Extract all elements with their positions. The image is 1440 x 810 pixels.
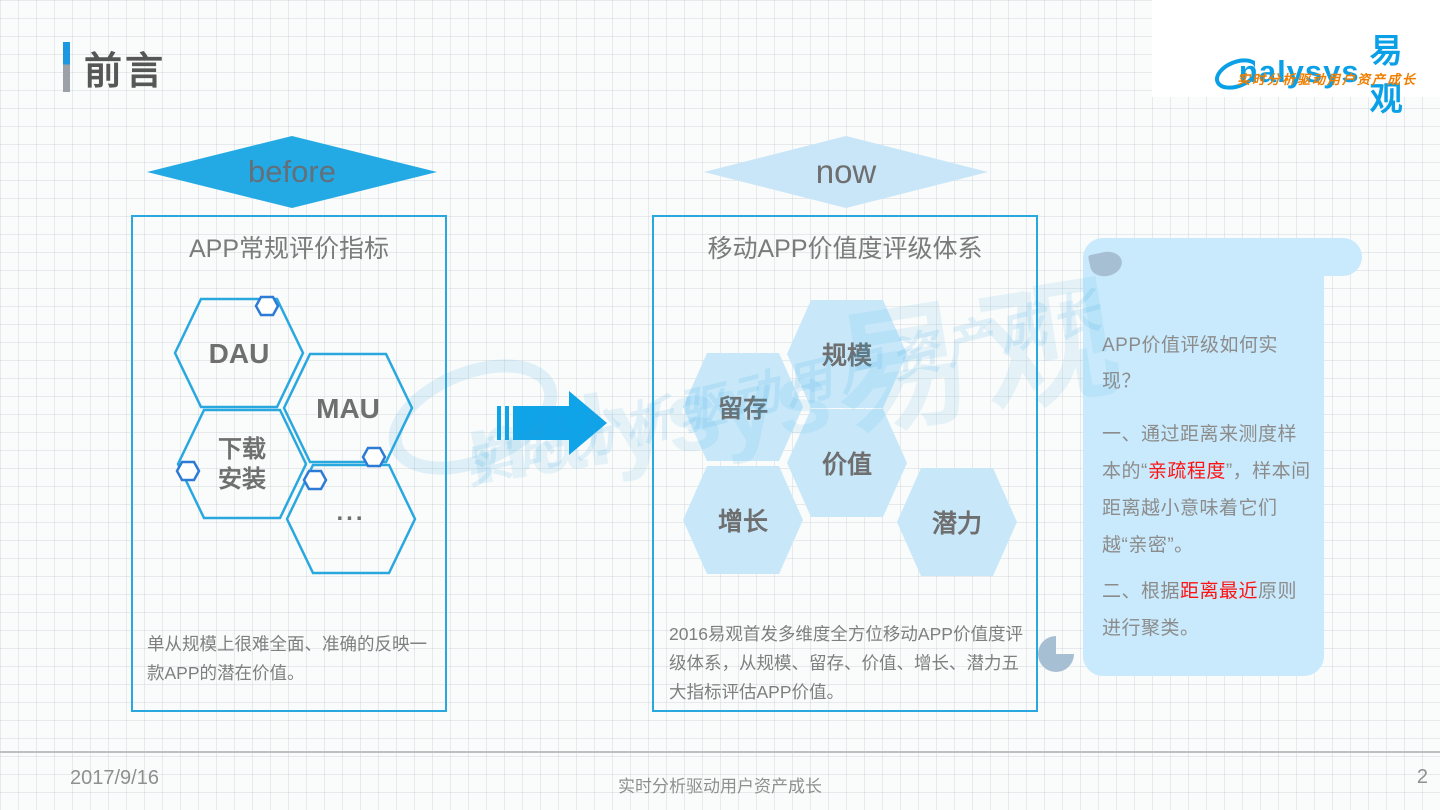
footer-divider — [0, 751, 1440, 753]
analysys-logo: nalysys 易观 — [1212, 24, 1440, 120]
right-arrow-icon — [497, 391, 607, 455]
scroll-curl-icon — [1038, 636, 1074, 672]
hex-node-icon — [361, 446, 387, 468]
now-panel: 移动APP价值度评级体系 规模 留存 价值 增长 潜力 2016易观首发多维度全… — [652, 215, 1038, 712]
metric-more: ... — [336, 499, 366, 526]
outlined-hexagons — [173, 295, 417, 575]
hex-node-icon — [254, 295, 280, 317]
dimension-retention: 留存 — [683, 353, 803, 461]
callout-question: APP价值评级如何实现？ — [1102, 335, 1279, 392]
hex-node-icon — [302, 469, 328, 491]
callout-paragraph-1: 一、通过距离来测度样本的“亲疏程度”，样本间距离越小意味着它们越“亲密”。 — [1102, 424, 1311, 556]
now-badge-label: now — [815, 153, 877, 190]
callout-scroll — [1083, 238, 1324, 676]
hex-node-icon — [175, 460, 201, 482]
dimension-value: 价值 — [787, 409, 907, 517]
before-panel-title: APP常规评价指标 — [188, 235, 390, 263]
metric-dau: DAU — [208, 338, 270, 369]
page-number: 2 — [1416, 766, 1428, 788]
logo-brand-latin: nalysys — [1238, 54, 1360, 89]
metric-download: 下载 — [218, 436, 266, 463]
logo-swoosh-icon — [1215, 58, 1255, 90]
logo-brand-cn: 易观 — [1369, 32, 1411, 117]
logo-background — [1152, 0, 1440, 97]
before-badge: before — [147, 136, 437, 208]
footer-date: 2017/9/16 — [70, 767, 159, 789]
dimension-growth: 增长 — [683, 466, 803, 574]
now-panel-note: 2016易观首发多维度全方位移动APP价值度评级体系，从规模、留存、价值、增长、… — [669, 624, 1023, 702]
before-panel-note: 单从规模上很难全面、准确的反映一款APP的潜在价值。 — [147, 634, 427, 683]
dimension-potential: 潜力 — [897, 468, 1017, 576]
title-accent-bar — [63, 42, 70, 92]
before-panel: APP常规评价指标 DAU MAU 下载 安装 ... 单从规模上很难全面、准确… — [131, 215, 447, 712]
page-title: 前言 — [84, 51, 167, 93]
before-badge-label: before — [248, 154, 336, 189]
metric-download-install: 下载 安装 — [218, 435, 266, 495]
footer-tagline: 实时分析驱动用户资产成长 — [618, 777, 822, 796]
logo-tagline: 实时分析驱动用户资产成长 — [1237, 72, 1418, 87]
callout-text: APP价值评级如何实现？ 一、通过距离来测度样本的“亲疏程度”，样本间距离越小意… — [1102, 328, 1316, 656]
dimension-scale: 规模 — [787, 300, 907, 408]
now-badge: now — [704, 136, 988, 208]
metric-install: 安装 — [218, 466, 266, 493]
now-panel-title: 移动APP价值度评级体系 — [707, 235, 983, 263]
callout-paragraph-2: 二、根据距离最近原则进行聚类。 — [1102, 581, 1298, 639]
metric-mau: MAU — [316, 393, 380, 424]
